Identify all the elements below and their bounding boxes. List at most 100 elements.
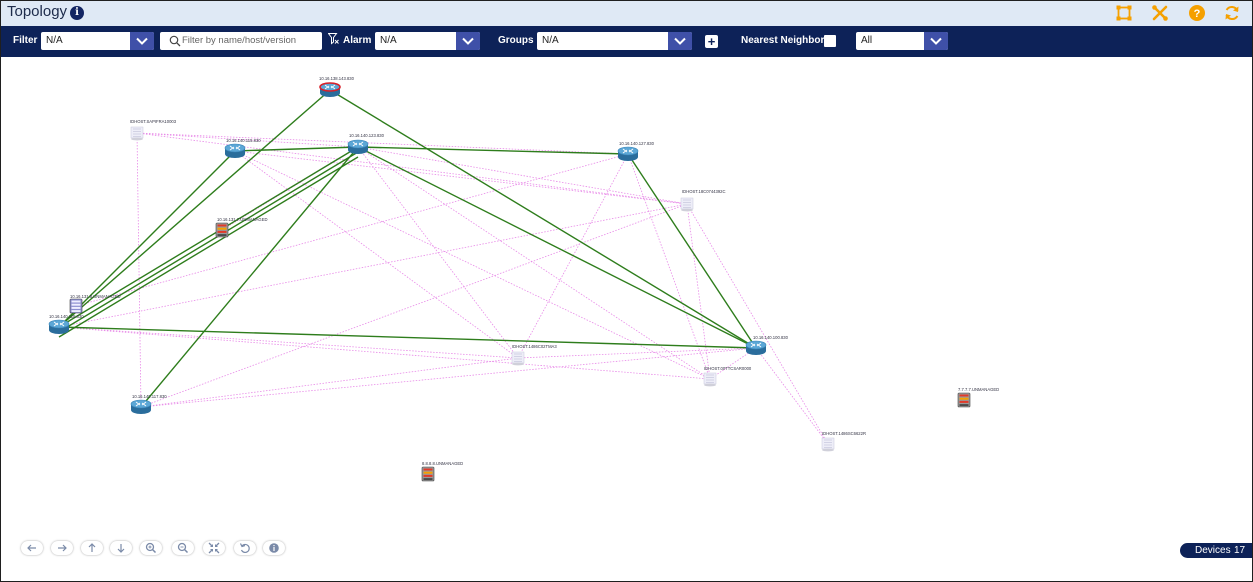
- dotted-link[interactable]: [75, 153, 629, 307]
- filter-label: Filter: [13, 35, 38, 46]
- device-node[interactable]: 7.7.7.7.UNMANAGED: [957, 387, 999, 408]
- search-input[interactable]: [182, 33, 318, 48]
- router-icon: [48, 319, 70, 334]
- pan-up-button[interactable]: [81, 541, 103, 555]
- zoom-out-icon: [177, 542, 189, 554]
- host-icon: [680, 197, 694, 212]
- device-node[interactable]: IDHOST.1486C02TMA3: [511, 344, 557, 366]
- device-label: IDHOST.18C0744392C: [682, 189, 726, 194]
- add-group-button[interactable]: +: [705, 35, 718, 48]
- dotted-link[interactable]: [58, 326, 519, 359]
- device-node[interactable]: 10.16.140.117.830: [130, 394, 167, 414]
- dotted-link[interactable]: [136, 132, 142, 408]
- dotted-link[interactable]: [136, 132, 688, 205]
- nearest-neighbors-checkbox[interactable]: [824, 35, 836, 47]
- dotted-link[interactable]: [357, 146, 711, 380]
- dotted-link[interactable]: [140, 203, 688, 408]
- device-node[interactable]: 8.8.8.8.UNMANAGED: [421, 461, 463, 482]
- device-node[interactable]: IDHOST.1486SC6622R: [821, 431, 866, 452]
- page-title: Topology: [7, 3, 68, 20]
- dotted-link[interactable]: [58, 326, 711, 380]
- device-node[interactable]: 10.16.140.127.830: [617, 141, 655, 161]
- solid-link[interactable]: [58, 156, 359, 338]
- svg-text:?: ?: [1194, 8, 1201, 20]
- solid-link[interactable]: [58, 151, 359, 333]
- filter-funnel-icon[interactable]: [328, 33, 339, 46]
- pan-down-button[interactable]: [110, 541, 132, 555]
- dotted-link[interactable]: [517, 347, 757, 359]
- fit-frame-icon[interactable]: [1115, 4, 1133, 22]
- zoom-out-button[interactable]: [172, 541, 194, 555]
- dotted-link[interactable]: [686, 203, 711, 380]
- filter-select[interactable]: N/A: [41, 32, 154, 50]
- device-node[interactable]: 10.16.140.100.830: [745, 335, 789, 355]
- device-node[interactable]: 10.16.131.8.UNMANAGED: [69, 294, 121, 314]
- scope-select[interactable]: All: [856, 32, 948, 50]
- device-node[interactable]: IDHOST.00TTCSAR0000: [703, 366, 752, 387]
- device-label: 10.16.140.123.830: [349, 133, 385, 138]
- dotted-link[interactable]: [234, 150, 711, 380]
- dotted-link[interactable]: [517, 153, 629, 359]
- device-node[interactable]: 10.16.140.123.830: [347, 133, 385, 154]
- reset-icon: [239, 543, 250, 554]
- devices-counter[interactable]: Devices 17: [1180, 543, 1252, 558]
- filter-toolbar: Filter N/A Alarm N/A Groups N/A + Neares…: [1, 26, 1252, 57]
- device-label: 10.16.138.143.830: [319, 76, 355, 81]
- solid-link[interactable]: [58, 150, 236, 328]
- dotted-link[interactable]: [234, 150, 688, 205]
- fit-icon: [208, 542, 220, 554]
- device-label: IDHOST.1486C02TMA3: [512, 344, 557, 349]
- unmanaged-device-icon: [957, 392, 971, 408]
- solid-link[interactable]: [58, 326, 757, 349]
- pan-up-icon: [88, 543, 96, 552]
- pan-right-icon: [58, 544, 67, 552]
- device-node[interactable]: 10.16.138.143.830: [319, 76, 355, 97]
- pan-left-button[interactable]: [21, 541, 43, 555]
- dotted-link[interactable]: [234, 150, 519, 359]
- tools-icon[interactable]: [1151, 4, 1169, 22]
- device-label: 10.16.131.7.UNMANAGED: [217, 217, 268, 222]
- info-icon[interactable]: i: [70, 6, 84, 20]
- solid-link[interactable]: [234, 146, 359, 152]
- dotted-link[interactable]: [136, 132, 359, 148]
- dotted-link[interactable]: [627, 153, 711, 380]
- solid-link[interactable]: [357, 146, 629, 155]
- unmanaged-device-icon: [421, 466, 435, 482]
- device-node[interactable]: 10.16.131.7.UNMANAGED: [215, 217, 268, 238]
- dotted-link[interactable]: [136, 132, 629, 155]
- dotted-link[interactable]: [755, 347, 829, 445]
- solid-link[interactable]: [58, 146, 359, 328]
- solid-link[interactable]: [140, 146, 359, 408]
- solid-link[interactable]: [329, 89, 757, 349]
- device-node[interactable]: 10.16.140.118.830: [48, 314, 84, 334]
- dotted-link[interactable]: [357, 146, 519, 359]
- chevron-down-icon: [130, 32, 154, 50]
- device-node[interactable]: 10.16.140.115.830: [224, 138, 261, 158]
- pan-right-button[interactable]: [51, 541, 73, 555]
- refresh-icon[interactable]: [1223, 4, 1241, 22]
- help-icon[interactable]: ?: [1188, 4, 1206, 22]
- zoom-in-icon: [145, 542, 157, 554]
- groups-label: Groups: [498, 35, 534, 46]
- alarm-select[interactable]: N/A: [375, 32, 480, 50]
- search-box: [160, 32, 322, 50]
- reset-button[interactable]: [234, 541, 256, 555]
- fit-button[interactable]: [203, 541, 225, 555]
- solid-link[interactable]: [58, 89, 331, 328]
- groups-select[interactable]: N/A: [537, 32, 692, 50]
- chevron-down-icon: [924, 32, 948, 50]
- solid-link[interactable]: [627, 153, 757, 349]
- device-label: IDHOST.SAPIFRA10003: [130, 119, 177, 124]
- dotted-link[interactable]: [686, 203, 829, 445]
- host-icon: [703, 372, 717, 387]
- device-label: IDHOST.00TTCSAR0000: [704, 366, 752, 371]
- dotted-link[interactable]: [140, 347, 757, 408]
- info-button[interactable]: [263, 541, 285, 555]
- solid-link[interactable]: [357, 146, 757, 349]
- zoom-in-button[interactable]: [140, 541, 162, 555]
- dotted-link[interactable]: [140, 357, 519, 408]
- device-node[interactable]: IDHOST.18C0744392C: [680, 189, 726, 212]
- device-node[interactable]: IDHOST.SAPIFRA10003: [130, 119, 177, 141]
